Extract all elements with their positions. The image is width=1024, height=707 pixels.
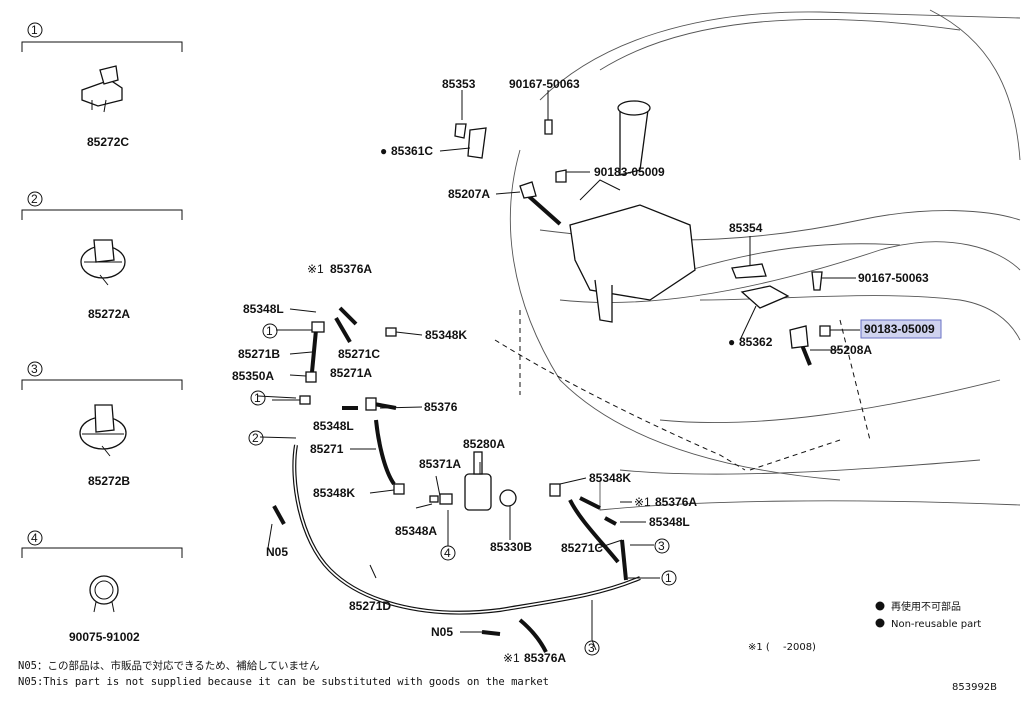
components <box>299 100 831 511</box>
non-reusable-dot-icon <box>875 618 885 628</box>
part-label[interactable]: 85348K <box>589 471 631 485</box>
part-label[interactable]: 85362 <box>739 335 773 349</box>
fitting-icon <box>549 483 561 497</box>
part-label[interactable]: 85348A <box>395 524 437 538</box>
footnotes: N05：この部品は、市販品で対応できるため、補給していません N05:This … <box>18 659 549 688</box>
washer-tank-icon <box>569 100 696 323</box>
part-label[interactable]: 85348L <box>649 515 690 529</box>
fitting-icon <box>365 397 377 411</box>
part-label[interactable]: 85376A <box>655 495 697 509</box>
part-label[interactable]: 90183-05009 <box>594 165 665 179</box>
note-marker: ※1 <box>307 262 324 276</box>
legend: 再使用不可部品 Non-reusable part ※1 ( -2008) <box>748 600 981 653</box>
footnote-jp: N05：この部品は、市販品で対応できるため、補給していません <box>18 659 320 672</box>
part-label[interactable]: 85208A <box>830 343 872 357</box>
legend-note: ※1 ( -2008) <box>748 642 816 653</box>
note-marker: ※1 <box>634 495 651 509</box>
washer-pump-icon <box>429 451 517 511</box>
nozzle-right-icon <box>731 263 831 349</box>
part-label[interactable]: 85371A <box>419 457 461 471</box>
part-label[interactable]: 85348K <box>425 328 467 342</box>
side-legend-part: 90075-91002 <box>69 630 140 644</box>
clip-85272c-icon <box>81 65 123 113</box>
callout-number: 1 <box>254 391 261 405</box>
part-label[interactable]: N05 <box>431 625 453 639</box>
legend-jp: 再使用不可部品 <box>891 600 961 613</box>
part-label[interactable]: 85271C <box>338 347 380 361</box>
side-legend-number: 2 <box>31 192 38 206</box>
part-label[interactable]: 85361C <box>391 144 433 158</box>
clip-85272a-icon <box>80 239 126 286</box>
clamp-90075-icon <box>89 575 119 613</box>
part-label[interactable]: 90167-50063 <box>858 271 929 285</box>
part-label[interactable]: 85280A <box>463 437 505 451</box>
callout-number: 3 <box>588 641 595 655</box>
side-legend-part: 85272A <box>88 307 130 321</box>
part-label-highlighted[interactable]: 90183-05009 <box>864 322 935 336</box>
nozzle-left-icon <box>454 119 567 199</box>
callout-number: 2 <box>252 431 259 445</box>
part-label[interactable]: 85354 <box>729 221 763 235</box>
callout-number: 1 <box>266 324 273 338</box>
callout-circle <box>27 22 43 38</box>
callout-number: 1 <box>665 571 672 585</box>
vehicle-outline <box>494 9 1021 511</box>
part-label[interactable]: 85376A <box>524 651 566 665</box>
part-label[interactable]: 85271B <box>238 347 280 361</box>
part-label[interactable]: 90167-50063 <box>509 77 580 91</box>
fitting-icon <box>311 321 325 333</box>
part-label[interactable]: 85271D <box>349 599 391 613</box>
non-reusable-dot-icon <box>875 601 885 611</box>
part-label[interactable]: 85271C <box>561 541 603 555</box>
side-legend-number: 1 <box>31 23 38 37</box>
side-legend: 1 85272C 2 85272A 3 85272B 4 <box>21 22 183 644</box>
note-marker: ※1 <box>503 651 520 665</box>
diagram-id: 853992B <box>952 682 997 693</box>
hose-network <box>272 190 812 653</box>
part-label[interactable]: 85271 <box>310 442 344 456</box>
part-label[interactable]: 85376 <box>424 400 458 414</box>
part-labels: 85353 90167-50063 ● 85361C 90183-05009 8… <box>232 77 942 665</box>
callouts: 1 1 2 4 3 1 3 <box>248 323 677 656</box>
fitting-icon <box>385 327 397 337</box>
fitting-icon <box>299 395 311 405</box>
part-label[interactable]: 85353 <box>442 77 476 91</box>
side-legend-part: 85272C <box>87 135 129 149</box>
side-legend-part: 85272B <box>88 474 130 488</box>
part-label[interactable]: 85330B <box>490 540 532 554</box>
fitting-icon <box>305 371 317 383</box>
callout-number: 4 <box>444 546 451 560</box>
side-legend-number: 3 <box>31 362 38 376</box>
footnote-en: N05:This part is not supplied because it… <box>18 676 549 688</box>
part-label[interactable]: 85207A <box>448 187 490 201</box>
fitting-icon <box>393 483 405 495</box>
part-label[interactable]: 85271A <box>330 366 372 380</box>
part-label[interactable]: 85376A <box>330 262 372 276</box>
part-label[interactable]: N05 <box>266 545 288 559</box>
part-label[interactable]: 85348L <box>243 302 284 316</box>
legend-en: Non-reusable part <box>891 619 981 630</box>
callout-number: 3 <box>658 539 665 553</box>
clip-85272b-icon <box>79 404 127 457</box>
part-label[interactable]: 85350A <box>232 369 274 383</box>
part-label[interactable]: 85348L <box>313 419 354 433</box>
part-label[interactable]: 85348K <box>313 486 355 500</box>
leader-lines <box>257 90 860 651</box>
highlighted-part-box <box>860 319 942 339</box>
non-reusable-marker: ● <box>380 144 387 158</box>
non-reusable-marker: ● <box>728 335 735 349</box>
side-legend-number: 4 <box>31 531 38 545</box>
